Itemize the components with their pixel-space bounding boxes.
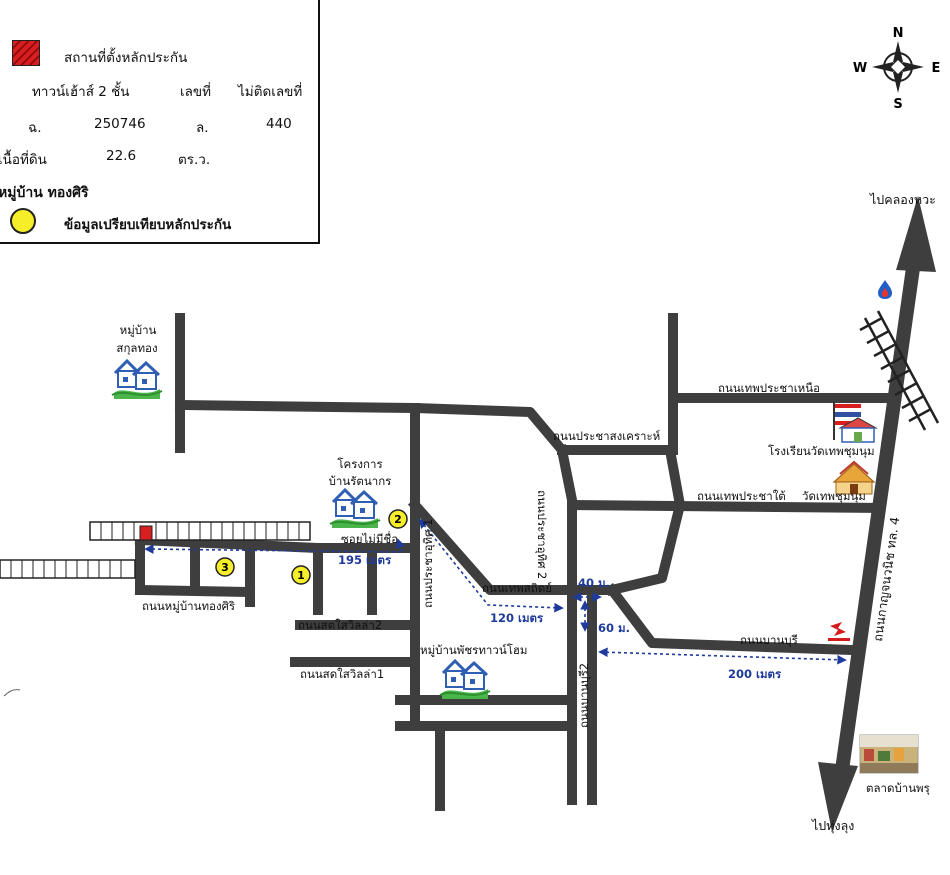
- suzuki-logo-icon: [828, 622, 850, 641]
- area-label: เนื้อที่ดิน: [0, 152, 47, 168]
- compass-e: E: [932, 61, 941, 76]
- road-thepprachanuea: ถนนเทพประชาเหนือ: [718, 381, 820, 395]
- road-prachauthit2: ถนนประชาอุทิศ 2: [535, 490, 549, 580]
- deed-number: 250746: [94, 116, 146, 132]
- road-sotsawila1: ถนนสดใสวิลล่า1: [300, 667, 385, 681]
- compass-w: W: [853, 61, 867, 76]
- place-sakunthong-1: หมู่บ้าน: [119, 323, 157, 337]
- place-school: โรงเรียนวัดเทพชุมนุม: [768, 444, 875, 458]
- railway-track: [859, 310, 940, 431]
- road-banburi2: ถนนบานบุรี2: [577, 662, 591, 728]
- place-temple: วัดเทพชุมนุม: [802, 489, 866, 503]
- collateral-swatch-icon: [12, 40, 40, 66]
- place-phatcharatown: หมู่บ้านพัชรทาวน์โฮม: [420, 643, 528, 657]
- place-rattanakorn-2: บ้านรัตนากร: [328, 474, 392, 488]
- direction-south: ไปทุ่งลุง: [812, 818, 855, 833]
- road-thepsathit: ถนนเทพสถิตย์: [482, 581, 552, 595]
- marker-1-text: 1: [297, 569, 305, 582]
- deed-prefix: ฉ.: [28, 120, 42, 136]
- place-market: ตลาดบ้านพรุ: [866, 781, 930, 795]
- road-soi-no-name: ซอยไม่มีชื่อ: [341, 532, 399, 546]
- place-rattanakorn-1: โครงการ: [337, 457, 383, 471]
- direction-north: ไปคลองหวะ: [870, 192, 936, 207]
- marker-2-text: 2: [394, 513, 402, 526]
- distance-120: 120 เมตร: [490, 611, 544, 625]
- distance-lines: [144, 518, 847, 665]
- legend-box: สถานที่ตั้งหลักประกัน ทาวน์เฮ้าส์ 2 ชั้น…: [0, 0, 320, 244]
- distance-195: 195 เมตร: [338, 553, 392, 567]
- legend-header-type: ทาวน์เฮ้าส์ 2 ชั้น: [32, 84, 130, 100]
- collateral-location-marker: [139, 525, 153, 541]
- village-house-icon-sakunthong: [110, 359, 164, 401]
- legend-header-number: เลขที่: [180, 84, 212, 100]
- village-house-icon-phatcharatown: [438, 659, 492, 701]
- market-photo: [859, 734, 919, 774]
- comparison-markers: 1 2 3: [215, 509, 408, 585]
- compass-icon: N S W E: [853, 26, 941, 112]
- deed-value: 440: [266, 116, 292, 132]
- legend-compare-label: ข้อมูลเปรียบเทียบหลักประกัน: [64, 217, 232, 233]
- road-thongsiri: ถนนหมู่บ้านทองศิริ: [142, 599, 236, 613]
- comparison-dot-icon: [10, 208, 36, 234]
- deed-lo: ล.: [196, 120, 209, 136]
- road-sotsawila2: ถนนสดใสวิลล่า2: [298, 618, 383, 632]
- road-banburi: ถนนบานบุรี: [740, 633, 798, 647]
- temple-icon: [832, 460, 876, 495]
- road-thepprachatai: ถนนเทพประชาใต้: [697, 489, 786, 503]
- distance-60: 60 ม.: [598, 621, 630, 635]
- school-icon: [833, 402, 878, 443]
- legend-header-no-number: ไม่ติดเลขที่: [238, 84, 303, 100]
- place-sakunthong-2: สกุลทอง: [116, 341, 158, 355]
- gas-station-icon: [878, 280, 892, 299]
- edge-arc: [3, 689, 21, 697]
- distance-200: 200 เมตร: [728, 667, 782, 681]
- area-value: 22.6: [106, 148, 137, 164]
- compass-s: S: [893, 97, 902, 112]
- legend-village: หมู่บ้าน ทองศิริ: [0, 185, 89, 201]
- area-unit: ตร.ว.: [178, 152, 211, 168]
- road-prachasongkhro: ถนนประชาสงเคราะห์: [553, 429, 661, 443]
- road-prachauthit1: ถนนประชาอุทิศ 1: [421, 518, 435, 608]
- distance-40: 40 ม.: [578, 576, 610, 590]
- road-network: [134, 313, 895, 811]
- compass-n: N: [893, 26, 904, 41]
- marker-3-text: 3: [221, 561, 229, 574]
- village-house-icon-rattanakorn: [328, 488, 382, 530]
- legend-title: สถานที่ตั้งหลักประกัน: [64, 50, 188, 66]
